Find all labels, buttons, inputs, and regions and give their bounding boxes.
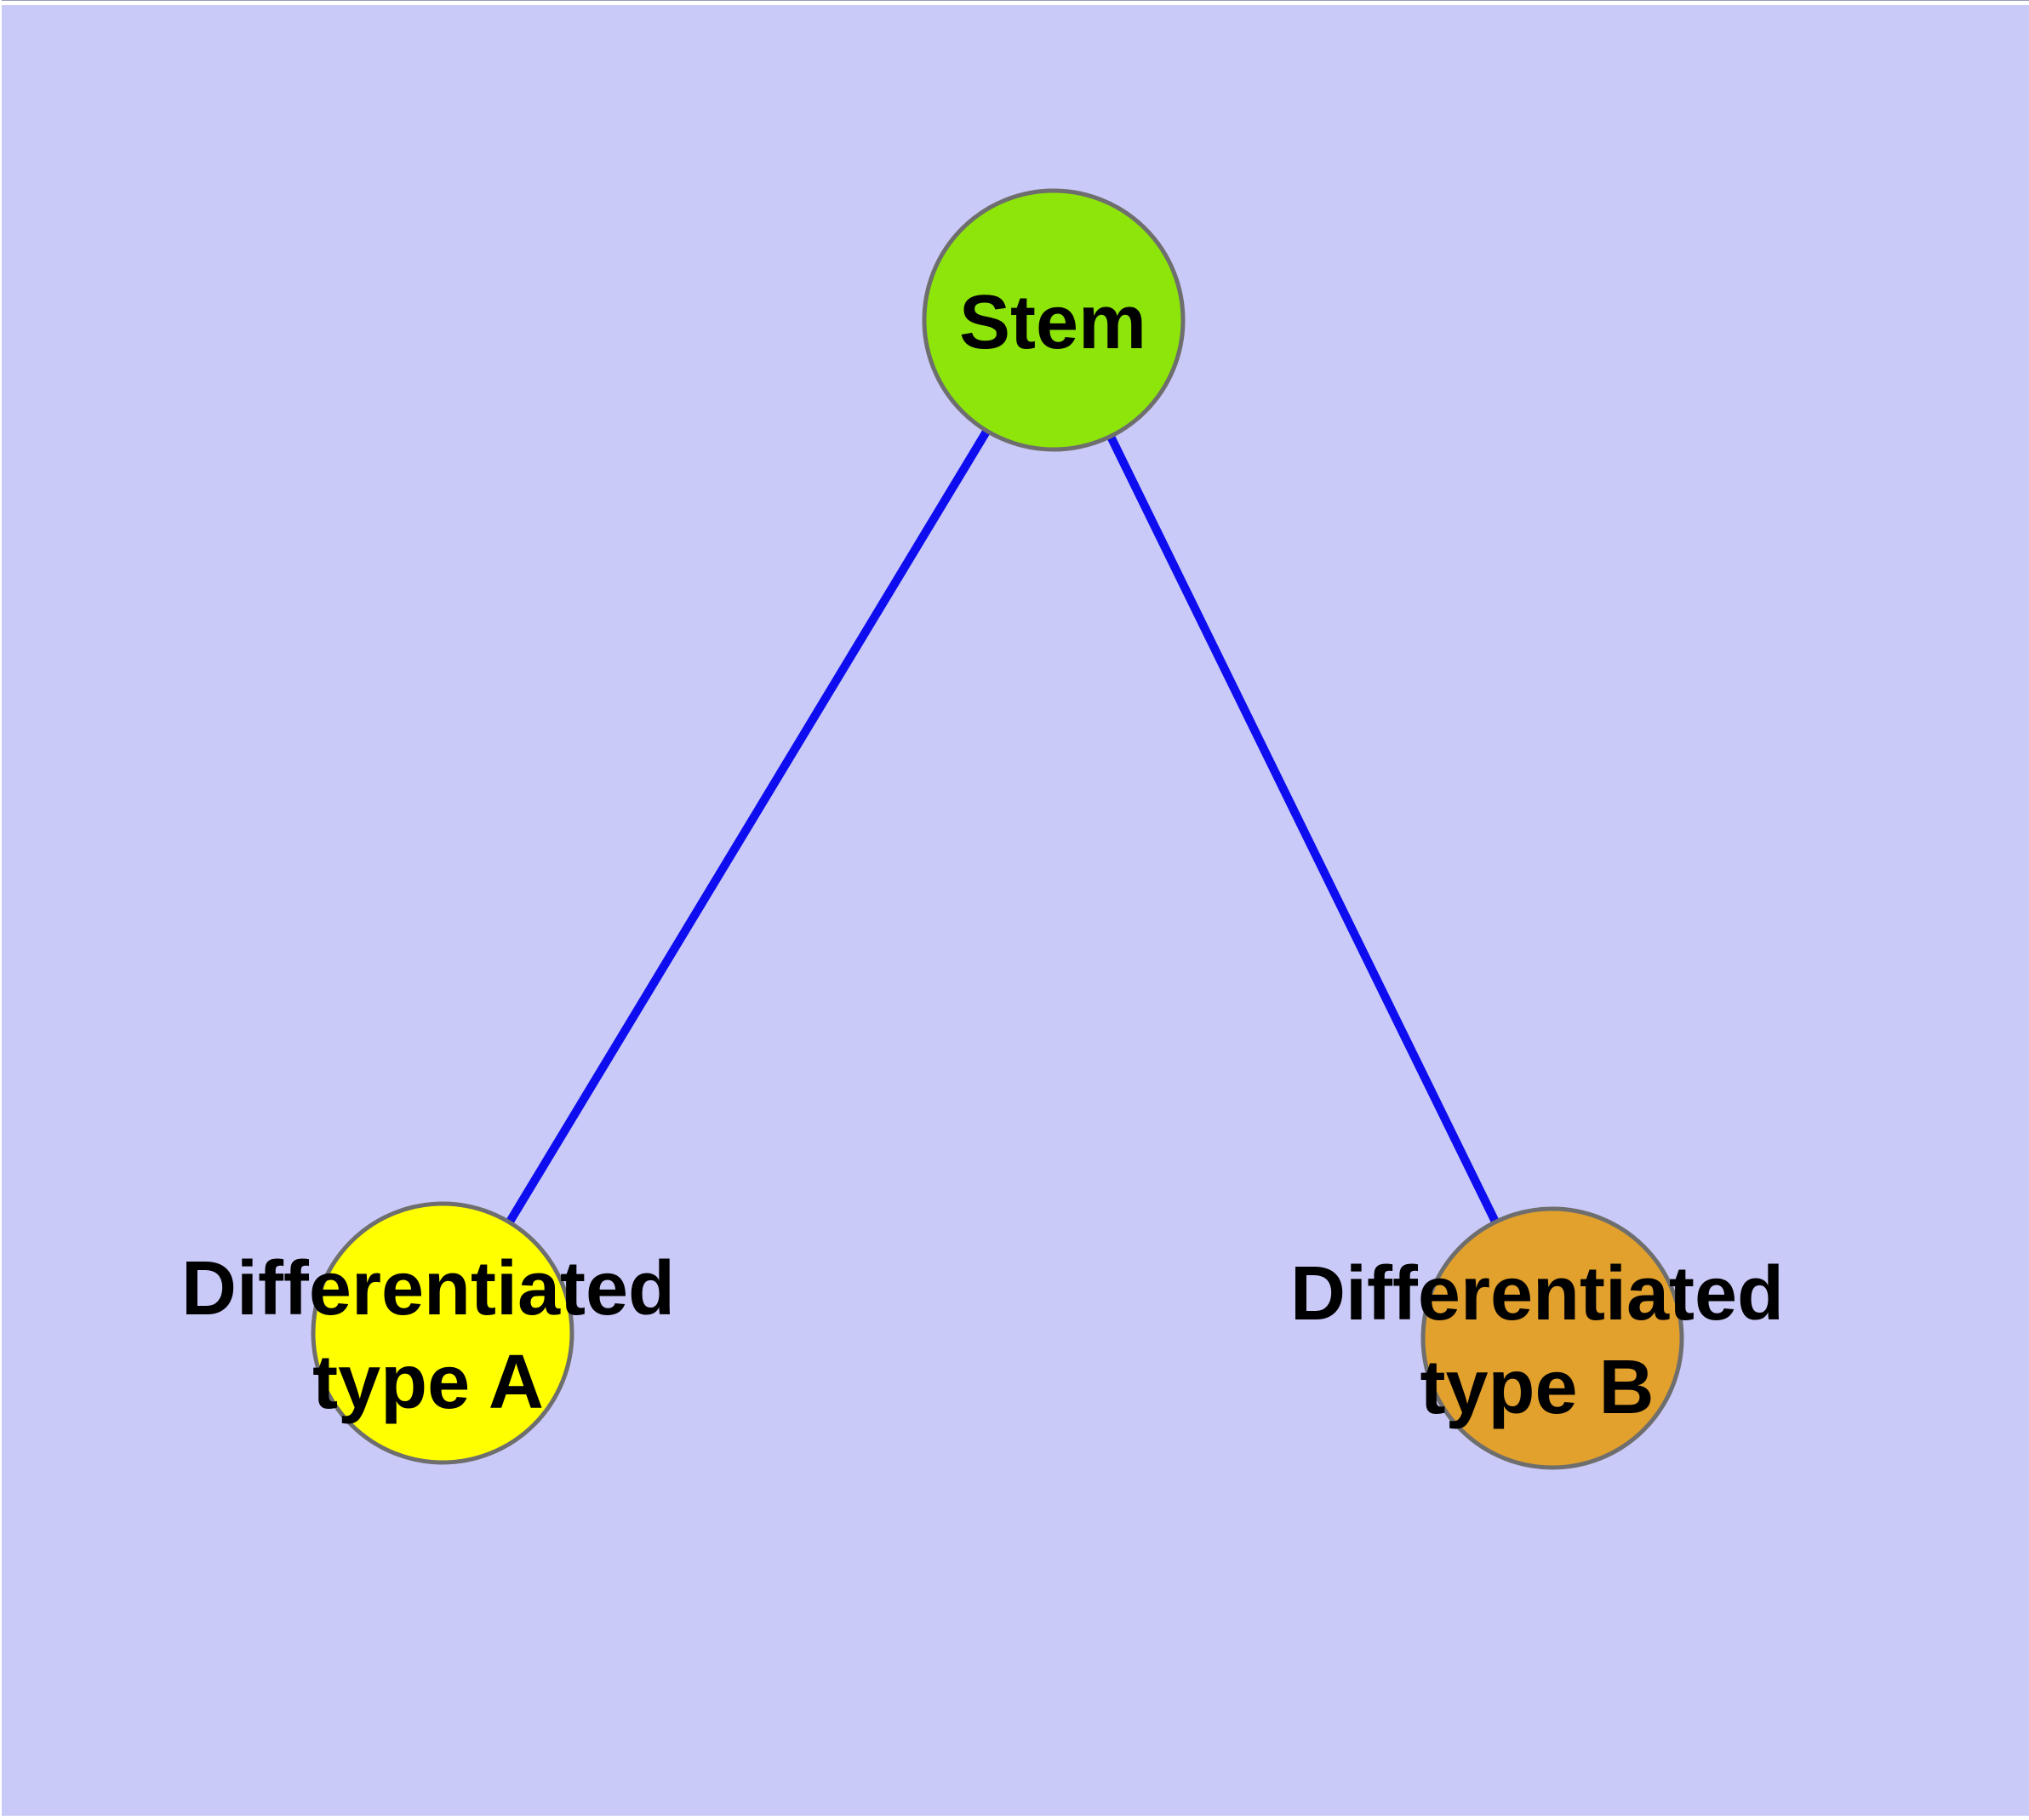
node-type-b-label-line2: type B <box>1420 1345 1654 1430</box>
node-type-b-circle[interactable] <box>1420 1206 1684 1470</box>
edge-stem-to-type-a[interactable] <box>438 318 1058 1336</box>
node-stem[interactable]: Stem <box>922 188 1186 452</box>
node-type-a-circle[interactable] <box>311 1201 574 1465</box>
node-type-b-label-line1: Differentiated <box>1290 1251 1784 1336</box>
node-differentiated-type-b[interactable]: Differentiated type B <box>1290 1206 1784 1470</box>
node-type-a-label-line2: type A <box>312 1340 544 1425</box>
edge-stem-to-type-b[interactable] <box>1049 318 1557 1341</box>
canvas-frame-bottom <box>0 1816 2029 1820</box>
node-stem-circle[interactable] <box>922 188 1186 452</box>
canvas-frame-top <box>0 0 2029 5</box>
canvas-frame-left <box>0 0 2 1820</box>
node-stem-label: Stem <box>959 280 1146 365</box>
node-differentiated-type-a[interactable]: Differentiated type A <box>181 1201 675 1465</box>
node-type-a-label-line1: Differentiated <box>181 1246 675 1331</box>
